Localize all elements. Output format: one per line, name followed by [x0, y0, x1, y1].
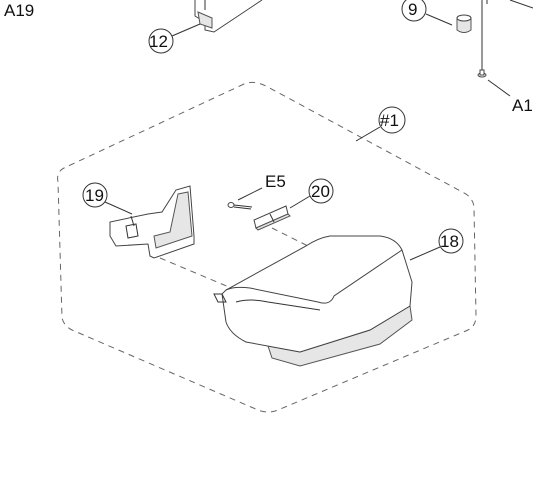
assembly-boundary: [57, 81, 477, 413]
part-20-plate: [253, 205, 291, 231]
callout-19: 19: [82, 182, 133, 215]
label-a1: A1: [512, 96, 533, 115]
label-9: 9: [408, 0, 417, 19]
callout-assembly: #1: [355, 106, 406, 142]
part-12-body: [194, 0, 263, 33]
callout-20: 20: [289, 178, 334, 209]
label-12: 12: [149, 32, 168, 51]
part-18-cover: [213, 235, 413, 367]
part-19-bracket: [109, 185, 195, 259]
alignment-line-20: [271, 227, 309, 247]
label-20: 20: [311, 182, 330, 201]
label-18: 18: [440, 232, 459, 251]
label-19: 19: [85, 186, 104, 205]
part-9-spacer: [456, 14, 472, 33]
label-assembly: #1: [380, 111, 399, 130]
callout-18: 18: [409, 228, 464, 261]
label-a19: A19: [4, 1, 34, 20]
label-e5: E5: [265, 172, 286, 191]
alignment-line-19: [159, 257, 237, 291]
part-e5-screw: [227, 187, 263, 210]
callout-12: 12: [148, 23, 201, 54]
callout-9: 9: [401, 0, 453, 26]
part-a1-screw: [477, 0, 533, 97]
